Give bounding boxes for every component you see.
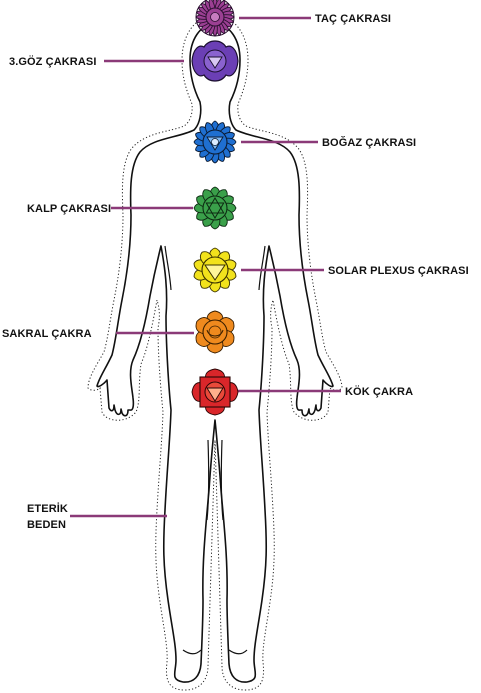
crown-chakra-symbol — [195, 0, 235, 37]
throat-chakra-symbol — [193, 120, 237, 164]
label-root-chakra: KÖK ÇAKRA — [345, 385, 413, 398]
label-solar-plexus-chakra: SOLAR PLEXUS ÇAKRASI — [328, 265, 469, 277]
body-detail — [164, 245, 266, 655]
crown-petal — [208, 0, 216, 11]
third-eye-chakra-symbol — [191, 40, 239, 82]
label-third-eye-chakra: 3.GÖZ ÇAKRASI — [9, 55, 96, 68]
sacral-petal — [219, 329, 235, 347]
sacral-petal — [195, 317, 211, 335]
sacral-petal — [195, 329, 211, 347]
solar-plexus-chakra-symbol — [193, 247, 237, 293]
solar-petal — [199, 251, 214, 265]
etheric-aura — [87, 15, 343, 691]
heart-chakra-symbol — [193, 186, 237, 230]
labels: TAÇ ÇAKRASI 3.GÖZ ÇAKRASI BOĞAZ ÇAKRASI … — [2, 13, 469, 531]
root-chakra-symbol — [191, 368, 239, 416]
sacral-chakra-symbol — [195, 310, 235, 354]
label-etheric-body-line1: ETERİK — [27, 502, 68, 515]
chakras — [191, 0, 239, 416]
sacral-petals — [195, 310, 235, 354]
label-sacral-chakra: SAKRAL ÇAKRA — [2, 328, 92, 340]
label-heart-chakra: KALP ÇAKRASI — [27, 203, 111, 215]
sacral-petal — [206, 341, 224, 354]
label-throat-chakra: BOĞAZ ÇAKRASI — [322, 136, 416, 149]
label-crown-chakra: TAÇ ÇAKRASI — [315, 13, 391, 25]
leader-lines — [70, 16, 341, 518]
sacral-petal — [219, 317, 235, 335]
label-etheric-body-line2: BEDEN — [27, 519, 66, 531]
